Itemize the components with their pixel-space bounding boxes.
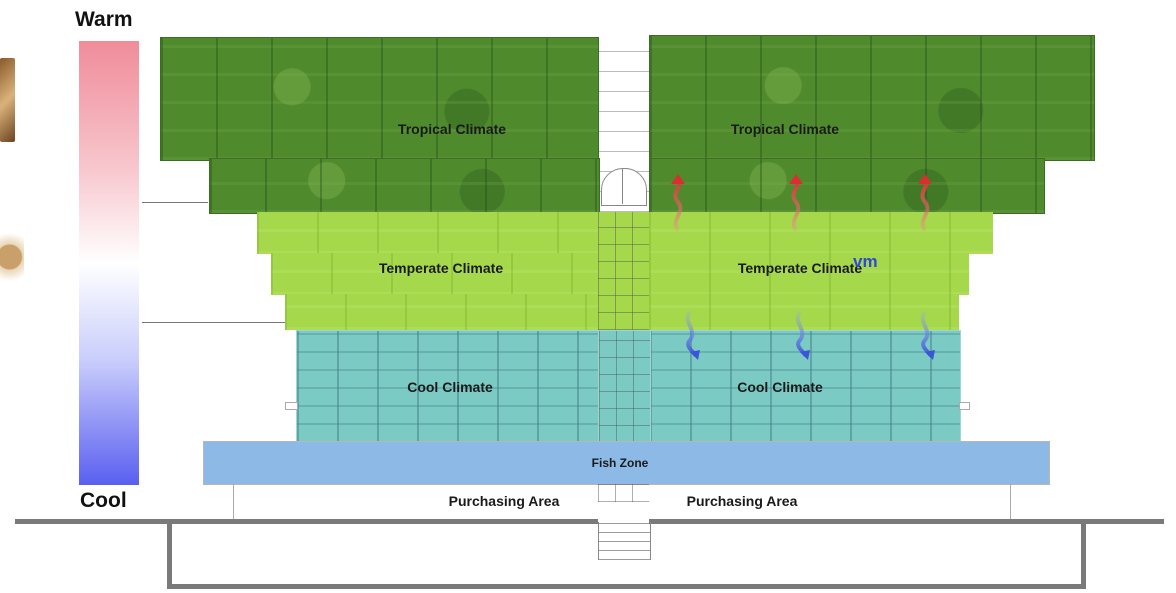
cool-airflow-arrow-1	[685, 310, 700, 360]
fish-zone	[203, 441, 1050, 485]
central-core-cool	[598, 330, 651, 444]
temperate-zone-left-upper	[257, 212, 598, 254]
core-dome-line	[622, 168, 623, 204]
cool-climate-label-left: Cool Climate	[407, 379, 493, 395]
warm-airflow-arrow-2	[789, 174, 803, 232]
cool-zone-right	[649, 330, 961, 444]
purchasing-area-label-right: Purchasing Area	[686, 493, 798, 509]
temperature-gradient-bar	[79, 41, 139, 485]
warm-airflow-arrow-1	[671, 174, 685, 232]
fish-zone-label: Fish Zone	[591, 456, 649, 470]
leader-line-lower	[142, 322, 288, 323]
tropical-zone-right-upper	[649, 35, 1095, 161]
temperate-climate-label-right: Temperate Climate	[737, 260, 863, 276]
central-stair-purchasing	[598, 484, 649, 502]
thumbnail-image-middle	[0, 232, 24, 282]
tropical-zone-left-upper	[160, 37, 599, 161]
tropical-climate-label-left: Tropical Climate	[397, 121, 507, 137]
vm-annotation: vm	[853, 252, 878, 271]
temperate-climate-label-left: Temperate Climate	[378, 260, 504, 276]
ground-line-right	[649, 519, 1164, 524]
cool-zone-right-tab	[959, 402, 970, 410]
cool-airflow-arrow-2	[795, 310, 810, 360]
basement-outline	[167, 522, 1086, 589]
temperate-zone-left-lower	[285, 294, 598, 330]
warm-airflow-arrow-3	[918, 174, 932, 232]
temperate-zone-right-mid	[649, 253, 969, 295]
cool-zone-left-tab	[285, 402, 298, 410]
basement-stair	[598, 522, 651, 560]
thumbnail-image-top	[0, 58, 15, 142]
temperate-zone-right-lower	[649, 294, 959, 330]
temperate-zone-left-mid	[271, 253, 598, 295]
purchasing-area-frame	[233, 484, 1011, 520]
cool-climate-label-right: Cool Climate	[737, 379, 823, 395]
tropical-zone-left-lower	[209, 158, 600, 214]
ground-line-left	[15, 519, 598, 524]
tropical-climate-label-right: Tropical Climate	[730, 121, 840, 137]
warm-label: Warm	[75, 8, 133, 31]
cool-label: Cool	[80, 489, 127, 512]
cool-zone-left	[296, 330, 600, 444]
leader-line-upper	[142, 202, 208, 203]
purchasing-area-label-left: Purchasing Area	[448, 493, 560, 509]
cool-airflow-arrow-3	[920, 310, 935, 360]
core-dome	[601, 168, 647, 206]
tropical-zone-right-lower	[649, 158, 1045, 214]
central-core-temperate	[598, 212, 649, 330]
temperate-zone-right-upper	[649, 212, 993, 254]
